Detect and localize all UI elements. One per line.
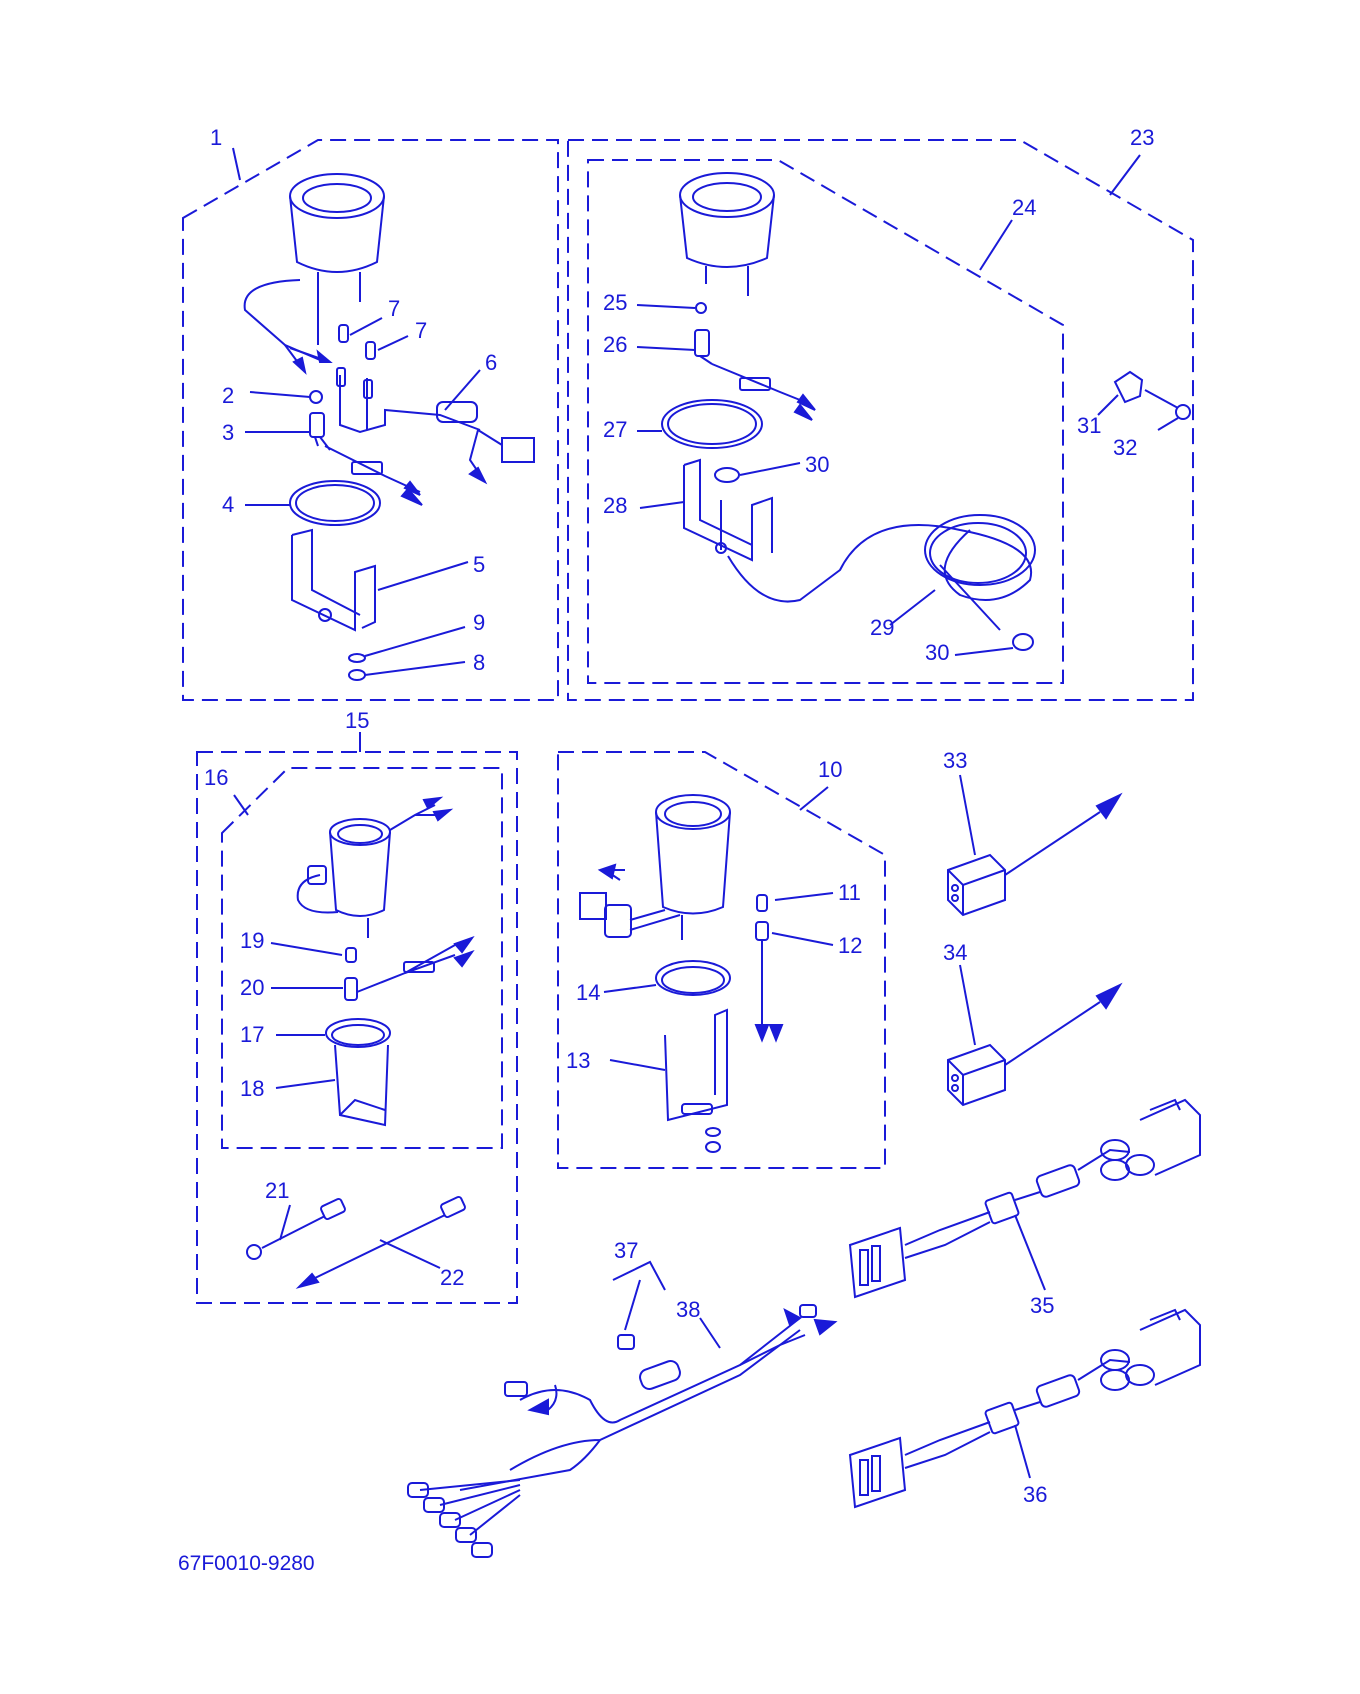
connector-icon	[501, 437, 535, 463]
callout-4: 4	[222, 492, 234, 517]
callout-11: 11	[838, 880, 861, 905]
callout-8: 8	[473, 650, 485, 675]
callout-22: 22	[440, 1265, 464, 1290]
callout-27: 27	[603, 417, 627, 442]
callout-32: 32	[1113, 435, 1137, 460]
callout-12: 12	[838, 933, 862, 958]
callout-24: 24	[1012, 195, 1036, 220]
gasket-14	[655, 960, 731, 996]
sleeve-37	[617, 1334, 635, 1350]
callout-20: 20	[240, 975, 264, 1000]
group-15-boundary	[196, 751, 518, 1304]
gauge-icon	[289, 173, 385, 302]
bracket-5	[291, 528, 376, 632]
bracket-28	[683, 458, 773, 562]
sleeve-7a	[338, 324, 349, 343]
callout-35: 35	[1030, 1293, 1054, 1318]
callout-6: 6	[485, 350, 497, 375]
gasket-4	[289, 480, 381, 526]
gauge-icon	[329, 818, 391, 938]
bulb-2	[309, 390, 323, 404]
callout-1: 1	[210, 125, 222, 150]
gauge-icon	[655, 794, 731, 940]
bracket-13	[664, 1008, 728, 1122]
socket-26	[694, 329, 713, 365]
gasket-27	[661, 399, 763, 449]
sleeve-7b	[365, 341, 376, 360]
callout-26: 26	[603, 332, 627, 357]
callout-30a: 30	[805, 452, 829, 477]
connector-icon	[947, 792, 1123, 917]
callout-28: 28	[603, 493, 627, 518]
callout-18: 18	[240, 1076, 264, 1101]
callout-25: 25	[603, 290, 627, 315]
wire-harness-icon	[848, 1308, 1201, 1509]
wire-harness-icon	[848, 1098, 1201, 1299]
socket-3	[309, 412, 331, 451]
callout-21: 21	[265, 1178, 289, 1203]
bracket-18	[334, 1044, 389, 1127]
callout-9: 9	[473, 610, 485, 635]
nut-8	[348, 669, 366, 681]
group-16-boundary	[221, 767, 503, 1149]
connector-icon	[579, 892, 681, 938]
diagram-code: 67F0010-9280	[178, 1552, 315, 1575]
callout-23: 23	[1130, 125, 1154, 150]
lead-21	[246, 1197, 346, 1260]
socket-12	[755, 921, 769, 1030]
callout-37: 37	[614, 1238, 638, 1263]
callout-29: 29	[870, 615, 894, 640]
clip-31	[1113, 370, 1144, 404]
callout-17: 17	[240, 1022, 264, 1047]
callout-14: 14	[576, 980, 600, 1005]
bulb-11	[756, 894, 768, 912]
washer-9	[348, 653, 366, 663]
gasket-17	[325, 1018, 391, 1048]
callout-15: 15	[345, 708, 369, 733]
callout-34: 34	[943, 940, 967, 965]
callout-2: 2	[222, 383, 234, 408]
group-24-boundary	[587, 159, 1064, 684]
gauge-icon	[679, 172, 775, 296]
bulb-19	[345, 947, 357, 963]
callout-31: 31	[1077, 413, 1101, 438]
socket-26-lead	[711, 363, 801, 401]
group-1-boundary	[182, 139, 559, 701]
socket-20	[344, 977, 358, 1001]
callout-5: 5	[473, 552, 485, 577]
wire-harness-icon	[407, 1304, 838, 1558]
lead-22	[295, 1195, 466, 1289]
callout-13: 13	[566, 1048, 590, 1073]
callout-33: 33	[943, 748, 967, 773]
callout-10: 10	[818, 757, 842, 782]
callout-30b: 30	[925, 640, 949, 665]
clamp-30b	[1012, 633, 1034, 651]
tube-29	[727, 524, 1033, 631]
callout-19: 19	[240, 928, 264, 953]
bulb-25	[695, 302, 707, 314]
callout-38: 38	[676, 1297, 700, 1322]
callout-7a: 7	[388, 296, 400, 321]
callout-16: 16	[204, 765, 228, 790]
harness-6	[339, 375, 481, 434]
connector-icon	[947, 982, 1123, 1107]
callout-36: 36	[1023, 1482, 1047, 1507]
group-10-boundary	[557, 751, 886, 1169]
callout-3: 3	[222, 420, 234, 445]
group-23-boundary	[567, 139, 1194, 701]
screw-32	[1144, 389, 1191, 420]
clamp-30a	[714, 467, 740, 483]
callout-7b: 7	[415, 318, 427, 343]
gauge-lead-wire	[243, 279, 321, 361]
